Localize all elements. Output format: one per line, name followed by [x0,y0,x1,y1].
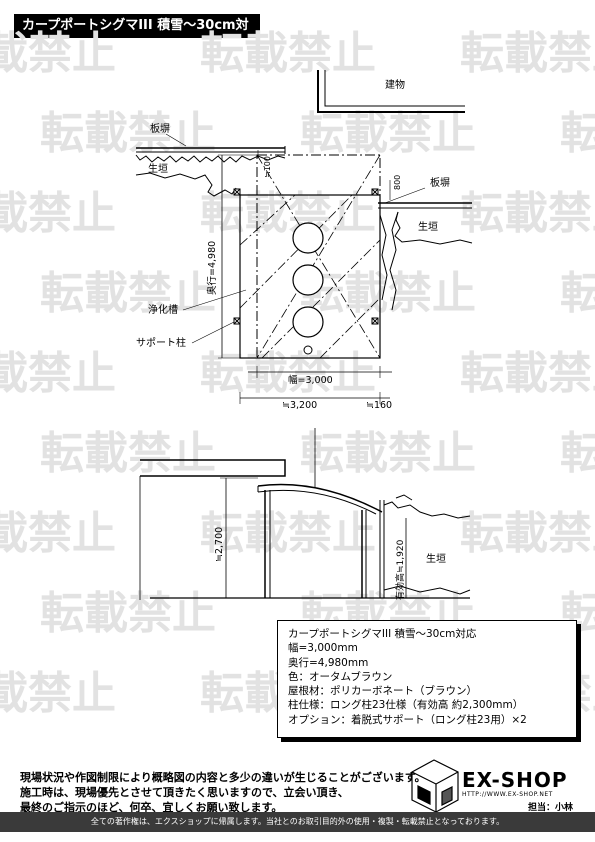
watermark-text: 転載禁止 [0,188,116,239]
building-outline [317,70,465,113]
watermark-text: 転載禁止 [300,108,476,159]
watermark-text: 転載禁止 [200,348,376,399]
dim-depth: 奥行=4,980 [206,241,218,295]
hedge-left-shape [135,154,286,163]
watermark-text: 転載禁止 [560,108,595,159]
house-roof [140,459,286,477]
spec-post: 柱仕様：ロング柱23仕様（有効高 約2,300mm） [288,699,524,712]
note-line-1: 現場状況や作図制限により概略図の内容と多少の違いが生じることがございます。 [20,771,426,784]
watermark-text: 転載禁止 [560,268,595,319]
label-septic-tank: 浄化槽 [148,303,178,316]
spec-width: 幅=3,000mm [288,642,358,655]
page-title: カープポートシグマIII 積雪～30cm対応 [14,14,260,57]
watermark-text: 転載禁止 [40,588,216,639]
watermark-text: 転載禁止 [300,428,476,479]
carport-roof-curve [257,483,383,513]
hedge-elevation [383,501,471,519]
watermark-layer: 転載禁止転載禁止転載禁止転載禁止転載禁止転載禁止転載禁止転載禁止転載禁止転載禁止… [0,28,595,719]
spec-option: オプション：着脱式サポート（ロング柱23用）×2 [288,713,527,726]
dim-side: ≒160 [366,400,392,411]
dim-width: 幅=3,000 [288,374,333,386]
watermark-text: 転載禁止 [200,188,376,239]
label-fence-right: 板塀 [430,176,450,189]
copyright-footer: 全ての著作権は、エクスショップに帰属します。当社とのお取引目的外の使用・複製・転… [0,812,595,832]
watermark-text: 転載禁止 [0,508,116,559]
dim-right-offset: 800 [393,175,402,190]
watermark-text: 転載禁止 [460,508,595,559]
parking-area [239,194,381,359]
septic-circle-2 [292,264,324,296]
watermark-text: 転載禁止 [0,668,116,719]
dim-overall: ≒3,200 [282,400,317,411]
label-building: 建物 [385,78,405,91]
label-hedge-left: 生垣 [148,162,168,175]
notes-block: 現場状況や作図制限により概略図の内容と多少の違いが生じることがございます。 施工… [20,770,426,815]
note-line-2: 施工時は、現場優先とさせて頂きたく思いますので、立会い頂き、 [20,786,349,799]
label-fence-left: 板塀 [150,122,170,135]
watermark-text: 転載禁止 [40,108,216,159]
watermark-text: 転載禁止 [460,188,595,239]
logo-name: EX-SHOP [462,768,568,792]
post-markers [233,188,379,325]
watermark-text: 転載禁止 [560,428,595,479]
label-hedge-elevation: 生垣 [426,552,446,565]
watermark-text: 転載禁止 [300,268,476,319]
watermark-text: 転載禁止 [40,428,216,479]
dim-height: ≒2,700 [214,527,225,562]
specification-box: カープポートシグマIII 積雪～30cm対応 幅=3,000mm 奥行=4,98… [277,620,577,738]
spec-roof: 屋根材：ポリカーボネート（ブラウン） [288,685,477,698]
logo-url: HTTP://WWW.EX-SHOP.NET [462,791,553,798]
watermark-text: 転載禁止 [200,28,376,79]
hedge-right-shape [394,211,473,245]
plan-view [135,70,473,404]
label-support-post: サポート柱 [136,336,186,349]
watermark-text: 転載禁止 [460,348,595,399]
staff-name: 担当：小林 [528,803,574,813]
spec-color: 色：オータムブラウン [288,670,393,683]
elevation-view [139,428,471,600]
septic-circle-3 [292,306,324,338]
septic-circle-1 [292,222,324,254]
watermark-text: 転載禁止 [40,268,216,319]
note-line-3: 最終のご指示のほど、何卒、宜しくお願い致します。 [20,801,283,814]
watermark-text: 転載禁止 [0,28,116,79]
watermark-text: 転載禁止 [200,508,376,559]
spec-depth: 奥行=4,980mm [288,656,369,669]
ex-shop-logo-icon [411,759,459,813]
watermark-text: 転載禁止 [0,348,116,399]
spec-product: カープポートシグマIII 積雪～30cm対応 [288,628,477,640]
dim-clear-height: 有効高≒1,920 [394,539,406,600]
watermark-text: 転載禁止 [460,28,595,79]
label-hedge-right: 生垣 [418,220,438,233]
dim-top-offset: ≒100 [263,156,272,178]
